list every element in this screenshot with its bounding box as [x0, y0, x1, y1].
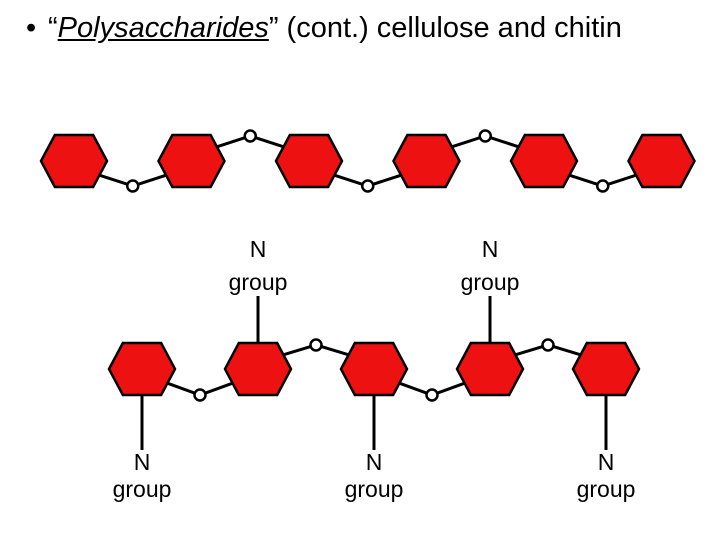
n-group-label-group: group [461, 269, 520, 295]
n-group-label-group: group [577, 476, 636, 502]
n-group-label-n: N [134, 449, 151, 475]
oxygen-atom [478, 129, 492, 143]
title-rest: ” (cont.) cellulose and chitin [268, 12, 622, 44]
n-group-label-group: group [229, 269, 288, 295]
cellulose-glycosidic-bond [569, 173, 637, 193]
oxygen-atom [193, 388, 207, 402]
cellulose-sugar-ring [39, 133, 109, 189]
oxygen-atom [309, 338, 323, 352]
chitin-glycosidic-bond [515, 338, 581, 357]
cellulose-sugar-ring [627, 133, 696, 189]
n-group-label-group: group [345, 476, 404, 502]
n-group-label-n: N [482, 236, 499, 262]
chitin-glycosidic-bond [167, 381, 233, 402]
cellulose-glycosidic-bond [451, 129, 519, 149]
cellulose-glycosidic-bond [216, 129, 284, 149]
chitin-glycosidic-bond [399, 381, 465, 402]
cellulose-sugar-ring [509, 133, 579, 189]
chitin-glycosidic-bond [283, 338, 349, 357]
chitin-sugar-ring [571, 341, 641, 397]
n-group-label-n: N [366, 449, 383, 475]
title-text: “Polysaccharides” (cont.) cellulose and … [26, 8, 706, 48]
n-group-label-n: N [598, 449, 615, 475]
cellulose-glycosidic-bond [99, 173, 167, 193]
bullet-point: • [26, 12, 37, 44]
cellulose-sugar-ring [274, 133, 344, 189]
cellulose-sugar-ring [157, 133, 226, 189]
slide-title: • “Polysaccharides” (cont.) cellulose an… [26, 8, 706, 48]
n-group-label-n: N [250, 236, 267, 262]
cellulose-sugar-ring [392, 133, 461, 189]
cellulose-chain [39, 129, 696, 193]
n-group-label-group: group [113, 476, 172, 502]
cellulose-glycosidic-bond [334, 173, 402, 193]
title-open-quote: “ [48, 12, 58, 44]
chitin-sugar-ring [455, 341, 525, 397]
oxygen-atom [425, 388, 439, 402]
oxygen-atom [541, 338, 555, 352]
title-term-polysaccharides: Polysaccharides [57, 12, 269, 44]
chitin-sugar-ring [223, 341, 293, 397]
oxygen-atom [126, 179, 140, 193]
oxygen-atom [596, 179, 610, 193]
oxygen-atom [361, 179, 375, 193]
chitin-sugar-ring [107, 341, 177, 397]
chitin-sugar-ring [339, 341, 409, 397]
oxygen-atom [243, 129, 257, 143]
